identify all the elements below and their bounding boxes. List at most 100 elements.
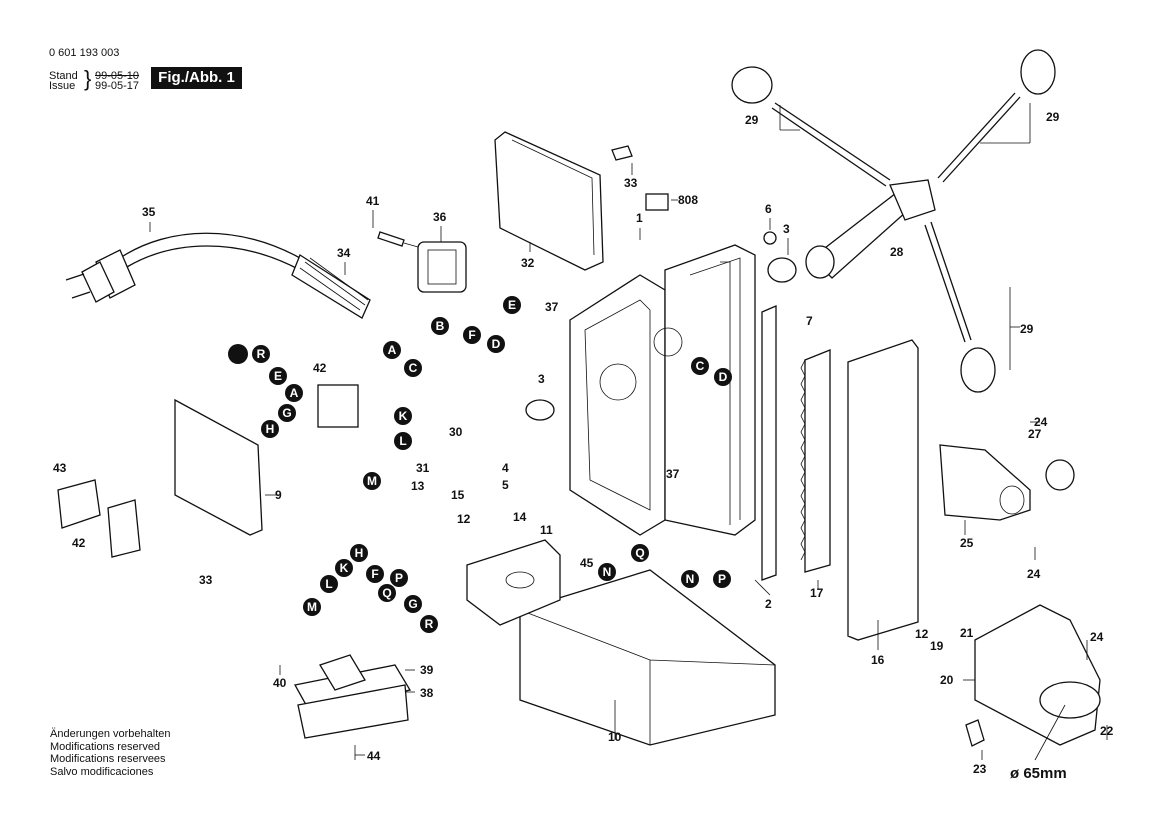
label-31: 31 xyxy=(416,461,430,475)
marker-C-cable: C xyxy=(404,359,422,377)
marker-blank-panel xyxy=(228,344,248,364)
marker-N-magnet-1: N xyxy=(598,563,616,581)
column-16 xyxy=(847,339,919,641)
label-28: 28 xyxy=(890,245,904,259)
label-22: 22 xyxy=(1100,724,1114,738)
marker-M-pcb: M xyxy=(303,598,321,616)
rod-2 xyxy=(761,305,777,581)
label-27: 27 xyxy=(1028,427,1042,441)
rack-17 xyxy=(804,349,831,573)
label-1: 1 xyxy=(636,211,643,225)
note-es: Salvo modificaciones xyxy=(50,765,154,778)
note-fr: Modifications reservees xyxy=(50,753,166,765)
stand-label: Stand xyxy=(49,70,78,82)
label-24-bottom: 24 xyxy=(1090,630,1104,644)
note-en: Modifications reserved xyxy=(50,740,161,753)
marker-H-pcb: H xyxy=(350,544,368,562)
issue-date: 99-05-17 xyxy=(95,80,140,92)
marker-P-magnet: P xyxy=(713,570,731,588)
label-7: 7 xyxy=(806,314,813,328)
svg-text:M: M xyxy=(307,600,317,614)
label-42-top: 42 xyxy=(313,361,327,375)
stand-date: 99-05-10 xyxy=(95,70,140,82)
label-23: 23 xyxy=(973,762,987,776)
svg-text:L: L xyxy=(325,577,332,591)
marker-K-pcb: K xyxy=(335,559,353,577)
marker-D-socket: D xyxy=(487,335,505,353)
label-5: 5 xyxy=(502,478,509,492)
panel-9 xyxy=(174,398,263,536)
dimension-label: ø 65mm xyxy=(1010,765,1067,782)
figure-label: Fig./Abb. 1 xyxy=(151,67,242,89)
pinion-shaft-28 xyxy=(805,179,936,279)
label-13: 13 xyxy=(411,479,425,493)
bracket-25 xyxy=(939,444,1031,521)
base-plate-11 xyxy=(466,539,561,626)
svg-text:C: C xyxy=(696,359,705,373)
svg-text:B: B xyxy=(436,319,445,333)
clamp-20 xyxy=(965,604,1101,747)
marker-G-panel: G xyxy=(278,404,296,422)
marker-C-body: C xyxy=(691,357,709,375)
marker-G-pcb: G xyxy=(404,595,422,613)
svg-text:M: M xyxy=(367,474,377,488)
svg-text:L: L xyxy=(399,434,406,448)
svg-text:H: H xyxy=(266,422,275,436)
label-44: 44 xyxy=(367,749,381,763)
plug-27 xyxy=(1045,459,1075,491)
svg-text:N: N xyxy=(686,572,695,586)
marker-H-panel: H xyxy=(261,420,279,438)
label-34: 34 xyxy=(337,246,351,260)
svg-text:K: K xyxy=(399,409,408,423)
svg-text:G: G xyxy=(282,406,291,420)
label-42-bottom: 42 xyxy=(72,536,86,550)
svg-text:A: A xyxy=(388,343,397,357)
main-housing-1 xyxy=(569,244,756,536)
issue-label: Issue xyxy=(49,80,76,92)
label-20: 20 xyxy=(940,673,954,687)
label-25: 25 xyxy=(960,536,974,550)
svg-text:E: E xyxy=(508,298,516,312)
marker-F-pcb: F xyxy=(366,565,384,583)
label-39: 39 xyxy=(420,663,434,677)
label-2: 2 xyxy=(765,597,772,611)
brace-symbol: } xyxy=(84,66,92,91)
label-17: 17 xyxy=(810,586,824,600)
marker-L-switch: L xyxy=(394,432,412,450)
label-41: 41 xyxy=(366,194,380,208)
label-29-bottom: 29 xyxy=(1020,322,1034,336)
svg-text:D: D xyxy=(492,337,501,351)
bushing-3-left xyxy=(525,399,555,421)
svg-text:P: P xyxy=(718,572,726,586)
label-3-top: 3 xyxy=(783,222,790,236)
handles-29 xyxy=(731,49,1056,393)
marker-E-panel: E xyxy=(269,367,287,385)
marker-L-pcb: L xyxy=(320,575,338,593)
footer-notes: Änderungen vorbehalten Modifications res… xyxy=(50,728,170,778)
label-16: 16 xyxy=(871,653,885,667)
label-43: 43 xyxy=(53,461,67,475)
svg-text:E: E xyxy=(274,369,282,383)
marker-M-switch: M xyxy=(363,472,381,490)
label-24-top: 24 xyxy=(1034,415,1048,429)
label-808 xyxy=(645,193,669,211)
label-37-mid: 37 xyxy=(666,467,680,481)
svg-text:D: D xyxy=(719,370,728,384)
svg-text:A: A xyxy=(290,386,299,400)
label-29-left: 29 xyxy=(745,113,759,127)
label-30: 30 xyxy=(449,425,463,439)
svg-text:R: R xyxy=(257,347,266,361)
label-24-mid: 24 xyxy=(1027,567,1041,581)
label-29-right: 29 xyxy=(1046,110,1060,124)
label-45: 45 xyxy=(580,556,594,570)
switch-42-top xyxy=(317,384,359,428)
marker-R-panel: R xyxy=(252,345,270,363)
cover-plate-32 xyxy=(494,131,633,271)
label-15: 15 xyxy=(451,488,465,502)
label-12-left: 12 xyxy=(457,512,471,526)
svg-text:K: K xyxy=(340,561,349,575)
svg-text:F: F xyxy=(468,328,475,342)
label-4: 4 xyxy=(502,461,509,475)
svg-text:H: H xyxy=(355,546,364,560)
svg-text:N: N xyxy=(603,565,612,579)
